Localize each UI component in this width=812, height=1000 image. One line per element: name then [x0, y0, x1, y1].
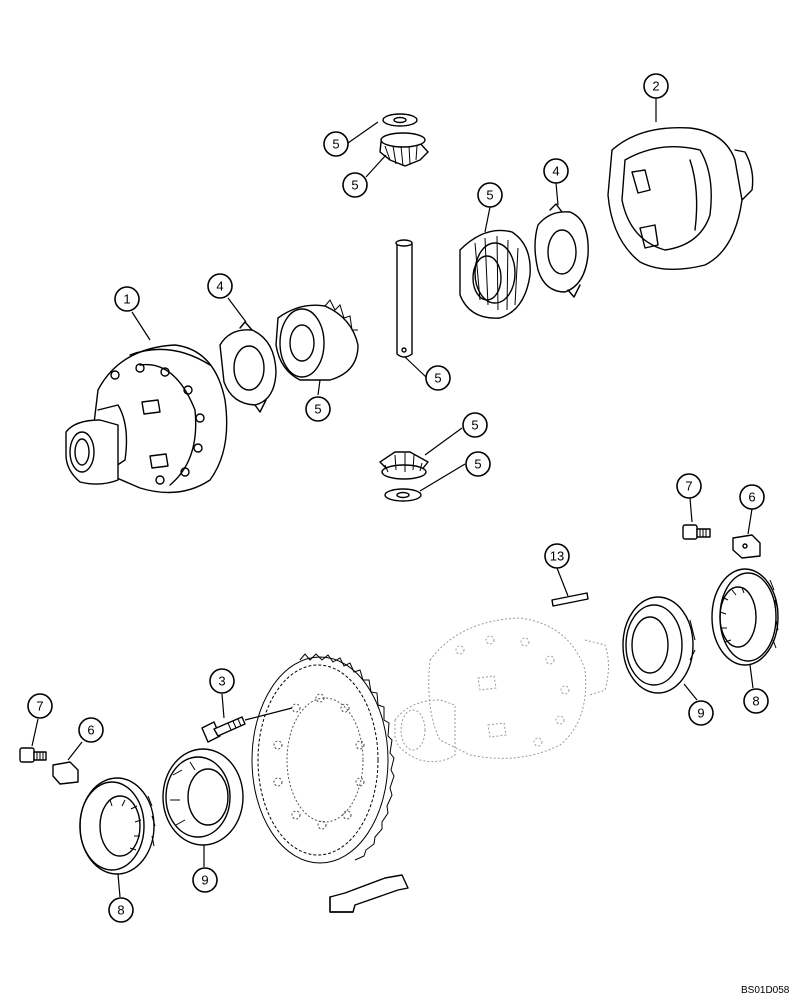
front-direction-arrow-icon	[329, 874, 409, 913]
callout-c8-left: 8	[108, 897, 134, 923]
callout-label: 4	[216, 279, 223, 294]
adjusting-nut-part-8-right	[711, 568, 779, 666]
callout-label: 2	[652, 79, 659, 94]
callout-c2: 2	[643, 73, 669, 99]
pinion-gear-top	[379, 132, 429, 167]
callout-c3: 3	[209, 668, 235, 694]
roll-pin-part-13	[551, 592, 589, 607]
callout-label: 5	[314, 402, 321, 417]
thrust-washer-top	[382, 113, 418, 127]
callout-label: 6	[87, 723, 94, 738]
callout-c5-pinion-top: 5	[342, 172, 368, 198]
callout-label: 8	[117, 903, 124, 918]
callout-c5-washer-top: 5	[323, 131, 349, 157]
callout-label: 9	[201, 873, 208, 888]
callout-c4-left: 4	[207, 273, 233, 299]
lock-tab-part-6-left	[52, 761, 79, 785]
side-gear-right	[459, 229, 531, 319]
callout-c5-shaft: 5	[425, 365, 451, 391]
callout-label: 5	[486, 188, 493, 203]
leader-lines	[31, 98, 754, 898]
callout-c6-right: 6	[739, 484, 765, 510]
callout-c1: 1	[114, 286, 140, 312]
callout-c9-left: 9	[192, 867, 218, 893]
differential-case-part-1	[65, 344, 228, 494]
side-gear-left	[275, 299, 359, 381]
callout-label: 13	[550, 549, 564, 564]
callout-label: 7	[36, 699, 43, 714]
callout-label: 3	[218, 674, 225, 689]
callout-label: 6	[748, 490, 755, 505]
callout-label: 5	[332, 137, 339, 152]
bearing-part-9-right	[622, 596, 696, 694]
bolt-part-7-left	[19, 747, 47, 763]
bolt-part-7-right	[682, 524, 711, 540]
pinion-gear-bottom	[379, 451, 429, 480]
callout-c5-side-gear-left: 5	[305, 396, 331, 422]
callout-label: 5	[434, 371, 441, 386]
thrust-washer-bottom	[384, 488, 422, 502]
callout-label: 5	[474, 457, 481, 472]
callout-c5-side-gear-right: 5	[477, 182, 503, 208]
callout-c6-left: 6	[78, 717, 104, 743]
callout-label: 7	[685, 479, 692, 494]
callout-label: 5	[351, 178, 358, 193]
callout-label: 8	[752, 694, 759, 709]
callout-c4-right: 4	[543, 158, 569, 184]
thrust-washer-part-4-left	[219, 321, 277, 413]
bearing-part-9-left	[162, 748, 244, 846]
callout-c8-right: 8	[743, 688, 769, 714]
ring-gear	[251, 653, 395, 864]
callout-label: 4	[552, 164, 559, 179]
cross-shaft	[395, 239, 413, 358]
callout-c7-left: 7	[27, 693, 53, 719]
callout-label: 1	[123, 292, 130, 307]
thrust-washer-part-4-right	[534, 203, 589, 298]
callout-label: 5	[471, 418, 478, 433]
drawing-id-label: BS01D058	[741, 985, 790, 996]
callout-c5-washer-bottom: 5	[465, 451, 491, 477]
callout-c9-right: 9	[688, 700, 714, 726]
lock-tab-part-6-right	[732, 534, 761, 559]
assembled-differential-ghost	[394, 617, 609, 763]
callout-c7-right: 7	[676, 473, 702, 499]
callout-c13: 13	[544, 543, 570, 569]
adjusting-nut-part-8-left	[79, 777, 156, 875]
callout-c5-pinion-bottom: 5	[462, 412, 488, 438]
case-half-part-2	[607, 126, 754, 271]
callout-label: 9	[697, 706, 704, 721]
bolt-part-3	[201, 707, 293, 743]
